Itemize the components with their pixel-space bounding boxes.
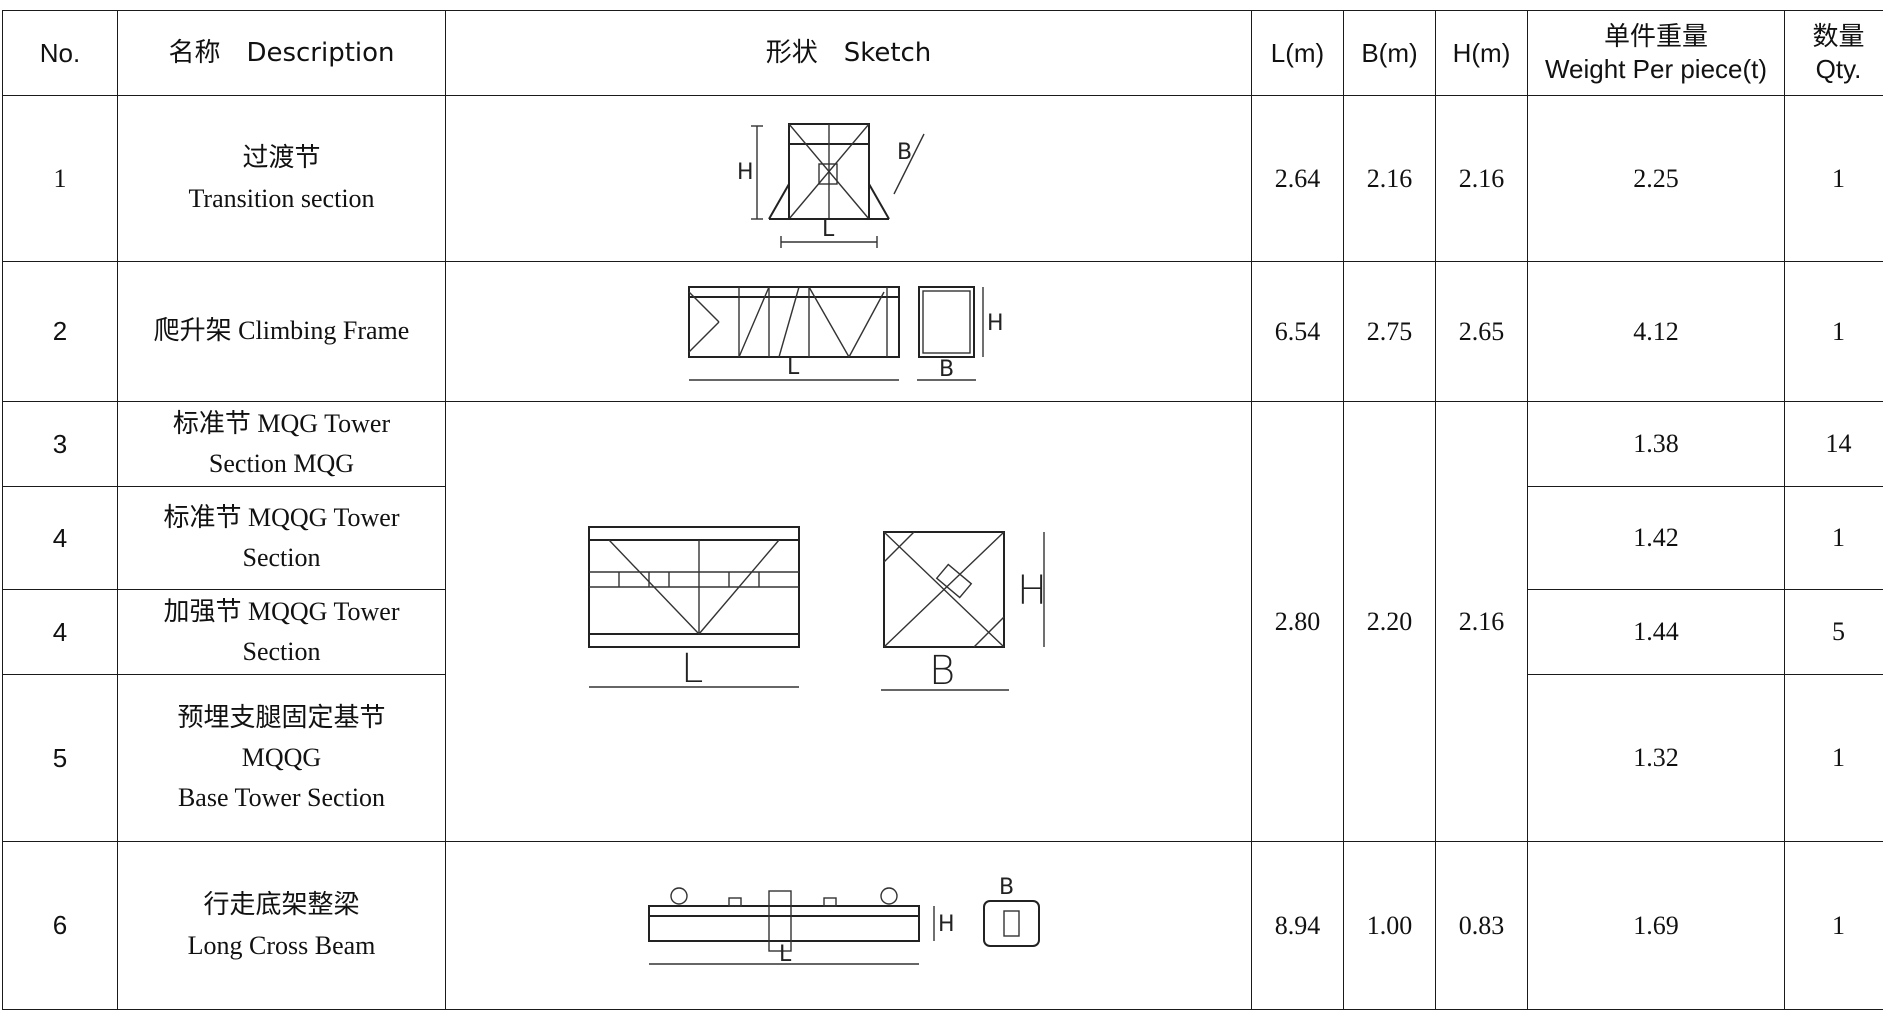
svg-text:H: H — [938, 912, 955, 937]
long-cross-beam-sketch: H L B — [445, 841, 1252, 1010]
row-description: 过渡节 Transition section — [117, 95, 446, 262]
row-no: 4 — [2, 486, 118, 590]
table-row: 3 标准节 MQG Tower Section MQG — [2, 401, 1883, 842]
tower-section-drawing: L H B — [587, 525, 1047, 694]
svg-text:L: L — [681, 646, 703, 692]
row-length: 2.64 — [1251, 95, 1344, 262]
header-height: H(m) — [1435, 10, 1528, 96]
row-qty: 5 — [1784, 589, 1883, 675]
row-description: 预埋支腿固定基节 MQQG Base Tower Section — [117, 674, 446, 842]
row-description: 加强节 MQQG Tower Section — [117, 589, 446, 675]
row-weight: 1.44 — [1527, 589, 1785, 675]
table-row: 5 预埋支腿固定基节 MQQG Base Tower Section 1.32 … — [2, 674, 1883, 842]
svg-text:L: L — [779, 942, 792, 967]
row-no: 1 — [2, 95, 118, 262]
row-no: 5 — [2, 674, 118, 842]
row-breadth: 2.75 — [1343, 261, 1436, 402]
row-description: 标准节 MQG Tower Section MQG — [117, 401, 446, 487]
group-breadth: 2.20 — [1343, 401, 1436, 842]
row-qty: 1 — [1784, 95, 1883, 262]
row-no: 2 — [2, 261, 118, 402]
header-no: No. — [2, 10, 118, 96]
svg-text:H: H — [737, 160, 754, 185]
row-breadth: 2.16 — [1343, 95, 1436, 262]
row-qty: 1 — [1784, 261, 1883, 402]
row-height: 0.83 — [1435, 841, 1528, 1010]
row-no: 4 — [2, 589, 118, 675]
table-row: 6 行走底架整梁 Long Cross Beam H L — [2, 841, 1883, 1010]
table-row: 2 爬升架 Climbing Frame L — [2, 261, 1883, 402]
row-description: 爬升架 Climbing Frame — [117, 261, 446, 402]
row-height: 2.16 — [1435, 95, 1528, 262]
row-weight: 1.69 — [1527, 841, 1785, 1010]
row-qty: 1 — [1784, 486, 1883, 590]
group-height: 2.16 — [1435, 401, 1528, 842]
svg-text:H: H — [1017, 568, 1047, 614]
row-description: 标准节 MQQG Tower Section — [117, 486, 446, 590]
row-qty: 14 — [1784, 401, 1883, 487]
svg-text:H: H — [987, 311, 1004, 336]
header-description: 名称 Description — [117, 10, 446, 96]
row-weight: 1.42 — [1527, 486, 1785, 590]
row-no: 6 — [2, 841, 118, 1010]
header-qty: 数量 Qty. — [1784, 10, 1883, 96]
header-sketch: 形状 Sketch — [445, 10, 1252, 96]
svg-text:B: B — [999, 876, 1014, 900]
row-height: 2.65 — [1435, 261, 1528, 402]
row-weight: 1.32 — [1527, 674, 1785, 842]
row-length: 6.54 — [1251, 261, 1344, 402]
row-description: 行走底架整梁 Long Cross Beam — [117, 841, 446, 1010]
svg-text:B: B — [939, 357, 954, 382]
row-no: 3 — [2, 401, 118, 487]
parts-table: No. 名称 Description 形状 Sketch L(m) B(m) H… — [2, 10, 1883, 1010]
svg-text:B: B — [929, 648, 955, 694]
row-weight: 4.12 — [1527, 261, 1785, 402]
header-breadth: B(m) — [1343, 10, 1436, 96]
row-breadth: 1.00 — [1343, 841, 1436, 1010]
tower-section-sketch: L H B — [445, 401, 1252, 842]
transition-section-drawing: H B L — [737, 122, 925, 248]
svg-text:B: B — [897, 140, 912, 165]
climbing-frame-drawing: L H B — [687, 285, 1004, 382]
climbing-frame-sketch: L H B — [445, 261, 1252, 402]
svg-text:L: L — [822, 217, 835, 242]
row-qty: 1 — [1784, 674, 1883, 842]
header-length: L(m) — [1251, 10, 1344, 96]
row-length: 8.94 — [1251, 841, 1344, 1010]
table-row: 4 加强节 MQQG Tower Section 1.44 5 — [2, 589, 1883, 675]
header-weight: 单件重量 Weight Per piece(t) — [1527, 10, 1785, 96]
svg-text:L: L — [787, 355, 800, 380]
group-length: 2.80 — [1251, 401, 1344, 842]
transition-section-sketch: H B L — [445, 95, 1252, 262]
table-row: 1 过渡节 Transition section — [2, 95, 1883, 262]
table-row: 4 标准节 MQQG Tower Section 1.42 1 — [2, 486, 1883, 590]
row-weight: 2.25 — [1527, 95, 1785, 262]
long-cross-beam-drawing: H L B — [647, 876, 1040, 967]
row-weight: 1.38 — [1527, 401, 1785, 487]
header-row: No. 名称 Description 形状 Sketch L(m) B(m) H… — [2, 10, 1883, 96]
row-qty: 1 — [1784, 841, 1883, 1010]
